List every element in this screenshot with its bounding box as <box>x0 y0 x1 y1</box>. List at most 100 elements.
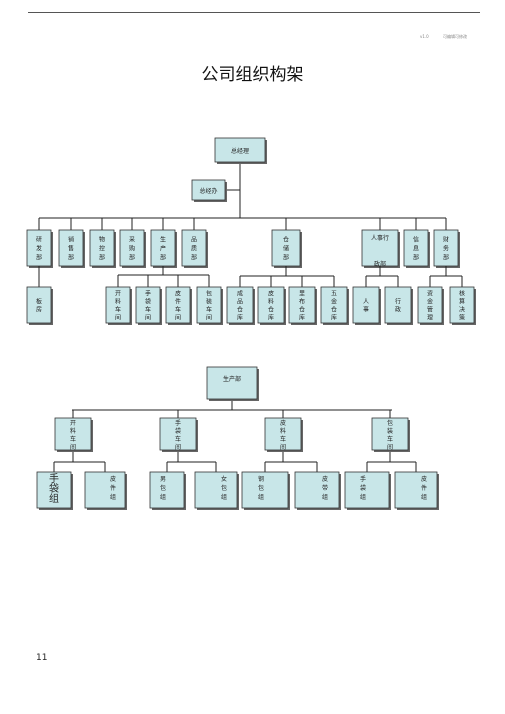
box-sub-prod-3-label: 车 <box>175 305 181 313</box>
box-dept-purch-label: 采 <box>129 236 135 244</box>
box-sub-prod-4-label: 装 <box>206 297 212 305</box>
box-dept-wh <box>271 229 301 267</box>
box-sub-wh-3-label: 里 <box>299 290 305 297</box>
box-group-g3-label: 组 <box>160 493 166 501</box>
box-group-g4-label: 女 <box>221 475 227 483</box>
box-dept-fin-label: 财 <box>443 236 449 244</box>
box-workshop-w1 <box>54 417 92 451</box>
box-sub-prod-2-label: 车 <box>145 305 151 313</box>
box-general-office <box>191 179 226 201</box>
box-dept-qc-label: 质 <box>191 245 197 253</box>
box-production-dept <box>206 366 258 400</box>
box-sub-prod-4-label: 包 <box>206 289 212 297</box>
box-sub-prod-2-label: 袋 <box>145 297 151 305</box>
box-dept-wh-label: 储 <box>283 245 289 253</box>
box-dept-prod-label: 部 <box>160 254 166 262</box>
box-workshop-w3-label: 皮 <box>280 419 286 427</box>
box-group-g5-label: 组 <box>258 493 264 501</box>
box-sub-wh-1-label: 品 <box>237 298 243 305</box>
box-group-g6-label: 带 <box>322 484 328 492</box>
box-sub-prod-2-label: 手 <box>145 289 151 297</box>
box-group-g8-label: 组 <box>421 493 427 501</box>
box-group-g6-label: 组 <box>322 493 328 501</box>
box-workshop-w1-label: 开 <box>70 420 76 427</box>
box-dept-qc-label: 品 <box>191 237 197 244</box>
box-dept-mat-label: 控 <box>99 245 105 253</box>
box-dept-rd-label: 部 <box>36 254 42 262</box>
box-dept-mat-label: 部 <box>99 254 105 262</box>
box-dept-rd-label: 发 <box>36 245 42 253</box>
box-sub-fin-1-label: 管 <box>427 305 433 313</box>
page-number: 11 <box>36 653 48 663</box>
box-group-g7-label: 组 <box>360 493 366 501</box>
box-sub-wh-1-label: 库 <box>237 313 243 321</box>
box-workshop-w3-label: 车 <box>280 435 286 443</box>
box-sub-prod-3-label: 皮 <box>175 289 181 297</box>
box-sub-fin-2 <box>449 286 475 324</box>
box-dept-qc-label: 部 <box>191 254 197 262</box>
box-sub-prod-2 <box>135 286 161 324</box>
box-group-g4-label: 包 <box>221 484 227 492</box>
box-group-g2-label: 件 <box>110 484 116 492</box>
box-dept-prod <box>150 229 176 267</box>
box-general-office-label: 总经办 <box>199 187 217 195</box>
box-sub-wh-3 <box>288 286 316 324</box>
box-sub-wh-2-label: 库 <box>268 313 274 321</box>
box-sub-wh-2-label: 仓 <box>268 305 274 313</box>
box-workshop-w4-label: 间 <box>387 443 393 451</box>
box-sub-fin-1-label: 金 <box>427 297 433 305</box>
box-dept-wh-label: 部 <box>283 254 289 262</box>
box-group-g6-label: 皮 <box>322 475 328 483</box>
box-sub-wh-4-label: 仓 <box>331 305 337 313</box>
box-sub-fin-2-label: 决 <box>459 305 465 313</box>
box-sub-rd-sample-label: 房 <box>36 305 42 313</box>
box-workshop-w2-label: 袋 <box>175 427 181 435</box>
box-group-g8 <box>394 471 438 509</box>
box-sub-prod-1 <box>105 286 131 324</box>
box-general-manager <box>214 137 266 163</box>
box-sub-hr-2-label: 行 <box>395 297 401 305</box>
box-group-g2 <box>84 471 126 509</box>
box-group-g1-label: 手 <box>49 472 59 485</box>
box-sub-hr-2 <box>384 286 412 324</box>
box-dept-sales <box>58 229 84 267</box>
box-dept-fin-label: 务 <box>443 245 449 253</box>
box-sub-fin-2-label: 算 <box>459 297 465 305</box>
box-sub-rd-sample <box>26 286 52 324</box>
box-group-g7-label: 袋 <box>360 484 366 492</box>
box-sub-wh-2-label: 皮 <box>268 289 274 297</box>
box-dept-sales-label: 售 <box>68 245 74 253</box>
box-sub-wh-4-label: 库 <box>331 313 337 321</box>
box-dept-purch-label: 购 <box>129 245 135 253</box>
box-group-g3-label: 包 <box>160 484 166 492</box>
box-workshop-w2 <box>159 417 197 451</box>
box-sub-wh-4-label: 金 <box>331 297 337 305</box>
box-workshop-w1-label: 间 <box>70 443 76 451</box>
box-sub-wh-3-label: 布 <box>299 297 305 305</box>
box-sub-prod-1-label: 车 <box>115 305 121 313</box>
box-dept-hr-label: 人事行 <box>371 234 389 242</box>
box-workshop-w3-label: 料 <box>280 427 286 435</box>
box-dept-qc <box>181 229 207 267</box>
box-workshop-w4-label: 装 <box>387 427 393 435</box>
box-sub-wh-4 <box>320 286 348 324</box>
box-sub-prod-4-label: 车 <box>206 305 212 313</box>
box-sub-hr-1-label: 事 <box>363 305 369 313</box>
box-dept-fin <box>433 229 459 267</box>
box-dept-prod-label: 生 <box>160 236 166 244</box>
box-group-g6 <box>294 471 340 509</box>
box-group-g2-label: 组 <box>110 493 116 501</box>
box-group-g4 <box>194 471 238 509</box>
box-group-g7-label: 手 <box>360 475 366 483</box>
box-sub-prod-4 <box>196 286 222 324</box>
box-sub-wh-3-label: 库 <box>299 313 305 321</box>
box-group-g1 <box>36 471 72 509</box>
box-workshop-w2-label: 车 <box>175 435 181 443</box>
box-workshop-w2-label: 手 <box>175 419 181 427</box>
box-sub-hr-1-label: 人 <box>363 298 369 305</box>
box-workshop-w4 <box>371 417 409 451</box>
box-group-g2-label: 皮 <box>110 475 116 483</box>
box-dept-sales-label: 销 <box>68 236 74 244</box>
box-dept-purch-label: 部 <box>129 254 135 262</box>
